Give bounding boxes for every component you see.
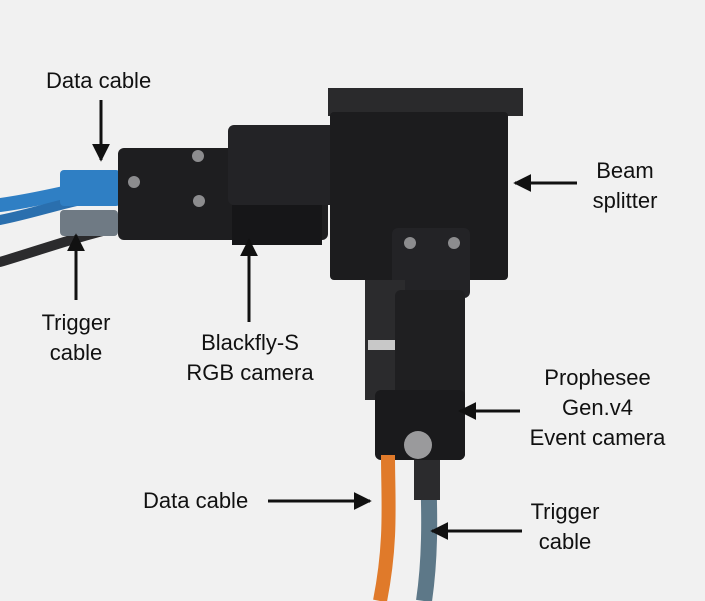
rgb-data-connector (60, 170, 120, 206)
event-data-cable (373, 454, 396, 601)
label-data-cable-event: Data cable (143, 488, 249, 513)
label-beam-splitter: Beam splitter (580, 156, 670, 216)
event-camera-body (365, 228, 470, 460)
label-event-camera: Prophesee Gen.v4 Event camera (515, 363, 680, 453)
label-event-camera-line1: Prophesee (544, 365, 651, 390)
label-rgb-camera-line1: Blackfly-S (201, 330, 299, 355)
label-beam-splitter-line2: splitter (592, 188, 658, 213)
label-trigger-cable-event: Trigger cable (515, 497, 615, 557)
label-event-camera-line2: Gen.v4 (562, 395, 633, 420)
rgb-trigger-connector (60, 210, 118, 236)
rgb-camera-body (118, 125, 358, 245)
label-event-camera-line3: Event camera (529, 425, 666, 450)
label-trigger-cable-event-line2: cable (538, 529, 592, 554)
label-trigger-cable-event-line1: Trigger (530, 499, 600, 524)
label-trigger-cable-rgb: Trigger cable (22, 308, 130, 368)
label-rgb-camera-line2: RGB camera (186, 360, 314, 385)
event-trigger-cable (414, 460, 440, 601)
label-beam-splitter-line1: Beam (596, 158, 654, 183)
rgb-trigger-cable (0, 210, 120, 267)
label-data-cable-rgb: Data cable (46, 68, 152, 93)
event-camera-knob (404, 431, 432, 459)
label-rgb-camera: Blackfly-S RGB camera (175, 328, 325, 388)
label-trigger-cable-rgb-line1: Trigger (41, 310, 111, 335)
label-trigger-cable-rgb-line2: cable (49, 340, 103, 365)
rgb-data-cable (0, 170, 120, 225)
